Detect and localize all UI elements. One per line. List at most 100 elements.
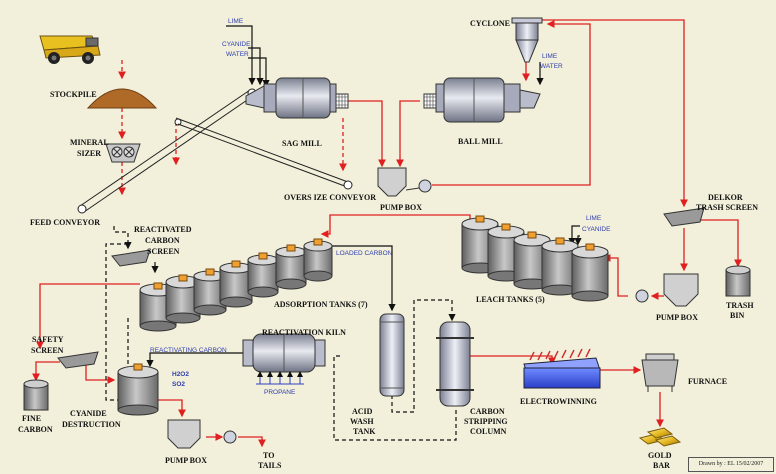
- pump-box-label: PUMP BOX: [380, 203, 422, 212]
- gold-bar-label-2: BAR: [653, 461, 670, 470]
- carbon-flow-lines: [146, 25, 582, 368]
- acid-wash-label-3: TANK: [353, 427, 376, 436]
- leach-to-adsorption-flow: [320, 214, 471, 238]
- lime-label: LIME: [228, 18, 244, 25]
- leach-lime-line: [568, 225, 580, 246]
- electrowinning-cell-icon: [523, 348, 601, 389]
- safety-screen-icon: [57, 351, 99, 369]
- delkor-label-1: DELKOR: [708, 193, 743, 202]
- acid-wash-label-1: ACID: [352, 407, 373, 416]
- reagent-labels: LIME CYANIDE WATER LIME WATER LIME CYANI…: [150, 18, 611, 396]
- sag-to-pumpbox-flow: [347, 100, 386, 168]
- screen-feed-dashed: [113, 226, 132, 250]
- cyanide-destruction-tank-icon: [117, 363, 159, 416]
- leach-tanks-icon: [461, 215, 609, 302]
- leach-cyanide-line: [574, 235, 582, 246]
- pump-box-icon: [377, 167, 432, 197]
- furnace-icon: [641, 353, 679, 392]
- ballmill-water-label: WATER: [540, 63, 563, 70]
- pump-to-leach-flow: [602, 254, 628, 297]
- reactivating-carbon-label: REACTIVATING CARBON: [150, 347, 227, 354]
- safety-screen-label-1: SAFETY: [32, 335, 64, 344]
- acidwash-to-column: [391, 299, 456, 413]
- reactivated-carbon-label-2: CARBON: [145, 236, 180, 245]
- reactivated-carbon-screen-icon: [111, 249, 151, 267]
- reactivating-carbon-line: [146, 352, 243, 368]
- slurry-flow-lines: [32, 19, 742, 448]
- acid-wash-tank-icon: [379, 313, 405, 397]
- sag-mill-label: SAG MILL: [282, 139, 322, 148]
- furnace-label: FURNACE: [688, 377, 727, 386]
- leach-tank-5: [571, 243, 609, 302]
- delkor-label-2: TRASH SCREEN: [696, 203, 758, 212]
- fine-carbon-label-1: FINE: [22, 414, 41, 423]
- acid-wash-label-2: WASH: [350, 417, 374, 426]
- stockpile-icon: [86, 88, 158, 109]
- kiln-return-dashed: [333, 355, 457, 441]
- mineral-sizer-label-1: MINERAL: [70, 138, 109, 147]
- pump-to-cyclone-flow: [432, 20, 591, 186]
- cyclone-label: CYCLONE: [470, 19, 510, 28]
- safety-screen-label-2: SCREEN: [31, 346, 64, 355]
- trash-screen-to-bin: [696, 219, 742, 268]
- fine-carbon-label-2: CARBON: [18, 425, 53, 434]
- mineral-sizer-label-2: SIZER: [77, 149, 101, 158]
- drawn-by-credit: Drawn by : EL 15/02/2007: [688, 457, 774, 472]
- gold-bar-label-1: GOLD: [648, 451, 672, 460]
- mineral-sizer-icon: [105, 143, 141, 163]
- ballmill-to-pumpbox-flow: [396, 100, 420, 168]
- delkor-trash-screen-icon: [663, 207, 705, 227]
- carbon-stripping-column-icon: [436, 321, 474, 407]
- adsorption-tanks-icon: [139, 238, 333, 332]
- fine-carbon-tank-icon: [23, 379, 49, 411]
- ball-mill-label: BALL MILL: [458, 137, 503, 146]
- h2o2-label: H2O2: [172, 371, 189, 378]
- equipment-labels: STOCKPILE MINERAL SIZER FEED CONVEYOR SA…: [18, 19, 758, 470]
- safety-to-cyanide-destruction: [85, 362, 116, 384]
- loaded-carbon-label: LOADED CARBON: [336, 250, 393, 257]
- adsorption-tank-4: [219, 260, 253, 308]
- feed-conveyor-label: FEED CONVEYOR: [30, 218, 100, 227]
- adsorption-tank-6: [275, 244, 307, 290]
- sag-mill-icon: [245, 77, 349, 119]
- lime-feed-line: [226, 25, 256, 86]
- adsorption-tank-5: [247, 252, 279, 298]
- leach-lime-label: LIME: [586, 215, 602, 222]
- leach-tanks-label: LEACH TANKS (5): [476, 295, 545, 304]
- adsorption-tanks-label: ADSORPTION TANKS (7): [274, 300, 368, 309]
- cyclone-overflow-to-trash-screen: [538, 19, 688, 208]
- cyanide-destruction-label-2: DESTRUCTION: [62, 420, 121, 429]
- cyanide-destruction-label-1: CYANIDE: [70, 409, 107, 418]
- stockpile-label: STOCKPILE: [50, 90, 97, 99]
- reactivation-kiln-icon: [242, 333, 326, 373]
- reactivated-carbon-label-3: SCREEN: [147, 247, 180, 256]
- cyanide-label: CYANIDE: [222, 41, 251, 48]
- haul-truck-icon: [39, 35, 101, 64]
- reactivated-carbon-label-1: REACTIVATED: [134, 225, 192, 234]
- ball-mill-icon: [423, 77, 541, 123]
- propane-burners-icon: [256, 371, 304, 385]
- stripping-label-3: COLUMN: [470, 427, 507, 436]
- pump-box-2-label: PUMP BOX: [656, 313, 698, 322]
- gold-bar-icon: [638, 427, 682, 447]
- to-tails-label-2: TAILS: [258, 461, 282, 470]
- water-feed-line: [248, 57, 270, 88]
- pump-to-tails: [238, 436, 266, 448]
- reactivation-kiln-label: REACTIVATION KILN: [262, 328, 346, 337]
- column-to-electrowinning: [454, 355, 556, 366]
- safety-to-fine-carbon: [32, 361, 60, 382]
- adsorption-to-safety-screen: [36, 283, 140, 350]
- so2-label: SO2: [172, 381, 185, 388]
- oversize-conveyor-icon: [175, 117, 353, 190]
- to-tails-label-1: TO: [263, 451, 274, 460]
- leach-cyanide-label: CYANIDE: [582, 226, 611, 233]
- cyanide-feed-line: [248, 47, 264, 86]
- trash-bin-icon: [725, 265, 751, 297]
- electrowinning-label: ELECTROWINNING: [520, 397, 597, 406]
- trash-bin-label-1: TRASH: [726, 301, 754, 310]
- stripping-label-2: STRIPPING: [464, 417, 508, 426]
- oversize-conveyor-label: OVERS IZE CONVEYOR: [284, 193, 376, 202]
- adsorption-tank-7: [303, 238, 333, 282]
